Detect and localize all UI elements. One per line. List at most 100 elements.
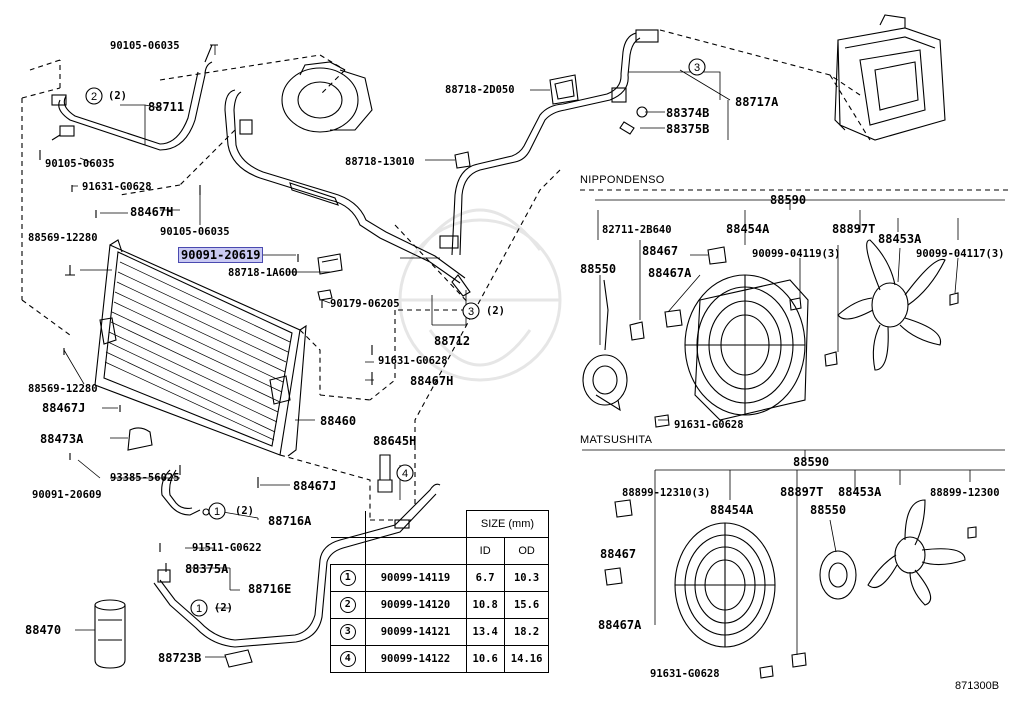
label-88645h[interactable]: 88645H	[373, 434, 417, 448]
label-82711-2b640[interactable]: 82711-2B640	[602, 224, 672, 236]
label-93385-56025[interactable]: 93385-56025	[110, 472, 180, 484]
callout-2-88711: 2	[91, 91, 97, 103]
row-id: 10.8	[465, 591, 505, 619]
row-part[interactable]: 90099-14119	[364, 564, 467, 592]
pipe-88717a	[439, 29, 659, 256]
label-88454a-nippondenso[interactable]: 88454A	[726, 222, 770, 236]
row-od: 15.6	[503, 591, 550, 619]
label-88467h-a[interactable]: 88467H	[130, 205, 174, 219]
diagram-id: 871300B	[955, 680, 1000, 692]
matsushita-heading: MATSUSHITA	[580, 434, 653, 446]
label-91631-g0628-nippondenso[interactable]: 91631-G0628	[674, 419, 744, 431]
clip-88718-13010	[454, 151, 471, 169]
label-90099-04117[interactable]: 90099-04117(3)	[916, 248, 1005, 260]
label-88712[interactable]: 88712	[434, 334, 471, 348]
label-88454a-matsushita[interactable]: 88454A	[710, 503, 754, 517]
label-91631-g0628-a[interactable]: 91631-G0628	[82, 181, 152, 193]
label-91631-g0628-b[interactable]: 91631-G0628	[378, 355, 448, 367]
size-table-row: 3 90099-14121 13.4 18.2	[330, 618, 550, 646]
label-88467j-a[interactable]: 88467J	[42, 401, 86, 415]
label-88718-2d050[interactable]: 88718-2D050	[445, 84, 515, 96]
callout-3-88712: 3	[468, 306, 474, 318]
row-id: 13.4	[465, 618, 505, 646]
callout-4-88645h: 4	[402, 468, 408, 480]
label-91511-g0622[interactable]: 91511-G0622	[192, 542, 262, 554]
row-part[interactable]: 90099-14121	[364, 618, 467, 646]
label-88899-12310[interactable]: 88899-12310(3)	[622, 487, 711, 499]
row-od: 14.16	[503, 645, 550, 673]
matsushita-leaders	[582, 449, 1005, 655]
label-90105-06035-b[interactable]: 90105-06035	[160, 226, 230, 238]
label-88467-matsushita[interactable]: 88467	[600, 547, 637, 561]
hose-size-table: SIZE (mm) ID OD 1 90099-14119 6.7 10.3 2…	[330, 510, 550, 673]
label-88590-nippondenso[interactable]: 88590	[770, 193, 807, 207]
row-number: 3	[339, 624, 356, 640]
label-88375b[interactable]: 88375B	[666, 122, 710, 136]
label-88453a-matsushita[interactable]: 88453A	[838, 485, 882, 499]
label-88718-13010[interactable]: 88718-13010	[345, 156, 415, 168]
clamp-88718-1a600	[317, 253, 343, 275]
row-id: 10.6	[465, 645, 505, 673]
nippondenso-heading: NIPPONDENSO	[580, 174, 665, 186]
label-88453a-nippondenso[interactable]: 88453A	[878, 232, 922, 246]
callout-numbers: 2 3 3 4 1 1	[91, 62, 700, 615]
matsushita-motor	[819, 550, 857, 600]
row-part[interactable]: 90099-14122	[364, 645, 467, 673]
label-88899-12300[interactable]: 88899-12300	[930, 487, 1000, 499]
label-qty-88716e: (2)	[214, 602, 233, 614]
label-91631-g0628-matsushita[interactable]: 91631-G0628	[650, 668, 720, 680]
label-90091-20609[interactable]: 90091-20609	[32, 489, 102, 501]
receiver-drier-88470	[94, 599, 126, 669]
label-88375a[interactable]: 88375A	[185, 562, 229, 576]
label-88718-1a600[interactable]: 88718-1A600	[228, 267, 298, 279]
label-88717a[interactable]: 88717A	[735, 95, 779, 109]
label-88473a[interactable]: 88473A	[40, 432, 84, 446]
matsushita-fan-shroud	[674, 522, 776, 648]
label-88470[interactable]: 88470	[25, 623, 62, 637]
bolts	[63, 185, 373, 572]
label-88467a-matsushita[interactable]: 88467A	[598, 618, 642, 632]
size-table-title: SIZE (mm)	[465, 510, 550, 538]
label-90091-20619-highlighted[interactable]: 90091-20619	[178, 247, 264, 263]
bracket-88718-2d050	[549, 74, 579, 105]
label-88467a-nippondenso[interactable]: 88467A	[648, 266, 692, 280]
row-number: 4	[339, 651, 356, 667]
row-number: 2	[339, 597, 356, 613]
nippondenso-fan-shroud	[684, 274, 809, 421]
label-90179-06205[interactable]: 90179-06205	[330, 298, 400, 310]
label-88711[interactable]: 88711	[148, 100, 185, 114]
condenser-88460	[94, 239, 307, 457]
nippondenso-motor	[582, 279, 628, 412]
label-88897t-nippondenso[interactable]: 88897T	[832, 222, 876, 236]
row-id: 6.7	[465, 564, 505, 592]
label-88550-matsushita[interactable]: 88550	[810, 503, 847, 517]
label-88716a[interactable]: 88716A	[268, 514, 312, 528]
size-table-col-id: ID	[465, 537, 505, 565]
label-88569-12280-b[interactable]: 88569-12280	[28, 383, 98, 395]
label-88467h-b[interactable]: 88467H	[410, 374, 454, 388]
label-90099-04119[interactable]: 90099-04119(3)	[752, 248, 841, 260]
label-88374b[interactable]: 88374B	[666, 106, 710, 120]
label-qty-88711: (2)	[108, 90, 127, 102]
label-88550-nippondenso[interactable]: 88550	[580, 262, 617, 276]
nippondenso-leaders	[595, 199, 1005, 421]
pad-88723b	[224, 649, 253, 668]
label-88723b[interactable]: 88723B	[158, 651, 202, 665]
label-88716e[interactable]: 88716E	[248, 582, 292, 596]
label-88590-matsushita[interactable]: 88590	[793, 455, 830, 469]
size-table-col-od: OD	[503, 537, 550, 565]
label-90105-06035[interactable]: 90105-06035	[110, 40, 180, 52]
label-88467-nippondenso[interactable]: 88467	[642, 244, 679, 258]
row-part[interactable]: 90099-14120	[364, 591, 467, 619]
size-table-row: 2 90099-14120 10.8 15.6	[330, 591, 550, 619]
callout-1-88716a: 1	[214, 506, 220, 518]
label-88467j-b[interactable]: 88467J	[293, 479, 337, 493]
label-88569-12280-a[interactable]: 88569-12280	[28, 232, 98, 244]
label-90105-06035-a[interactable]: 90105-06035	[45, 158, 115, 170]
callout-3-88717a: 3	[694, 62, 700, 74]
matsushita-fan-blade	[867, 499, 966, 606]
matsushita-fasteners	[604, 499, 977, 679]
label-88897t-matsushita[interactable]: 88897T	[780, 485, 824, 499]
label-88460[interactable]: 88460	[320, 414, 357, 428]
